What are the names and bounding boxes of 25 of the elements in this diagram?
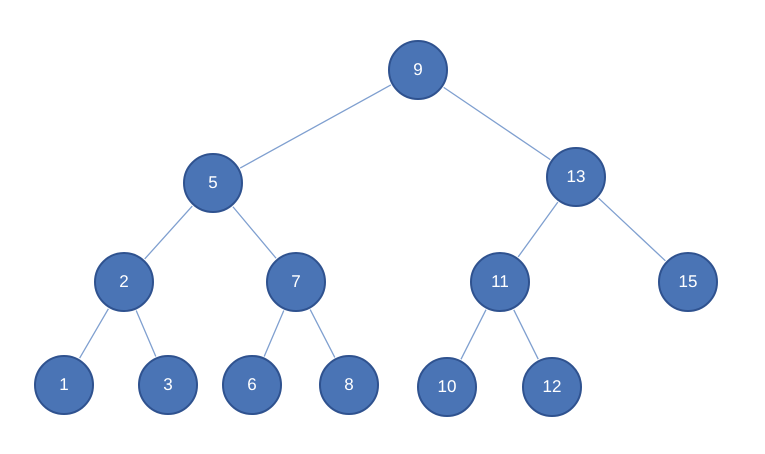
node-value: 10 [438,376,456,398]
connector-line [79,308,109,359]
node-value: 12 [542,376,562,398]
node-value: 6 [247,374,257,396]
node-value: 3 [163,374,173,396]
node-value: 9 [413,59,423,82]
connector-line [443,86,551,160]
connector-line [310,309,336,358]
connector-line [264,310,284,357]
node-value: 5 [208,172,218,194]
node-value: 13 [566,166,586,188]
connector-line [136,310,156,357]
connector-line [598,198,666,262]
connector-line [460,309,487,360]
node-value: 11 [491,271,509,294]
connector-line [232,206,277,259]
connector-line [513,310,539,360]
node-value: 2 [119,271,129,294]
node-value: 7 [291,271,301,294]
node-value: 1 [59,374,69,396]
connector-line [240,84,392,169]
node-value: 8 [344,374,354,396]
connector-line [144,206,193,260]
node-value: 15 [678,271,698,294]
connector-line [518,202,558,258]
